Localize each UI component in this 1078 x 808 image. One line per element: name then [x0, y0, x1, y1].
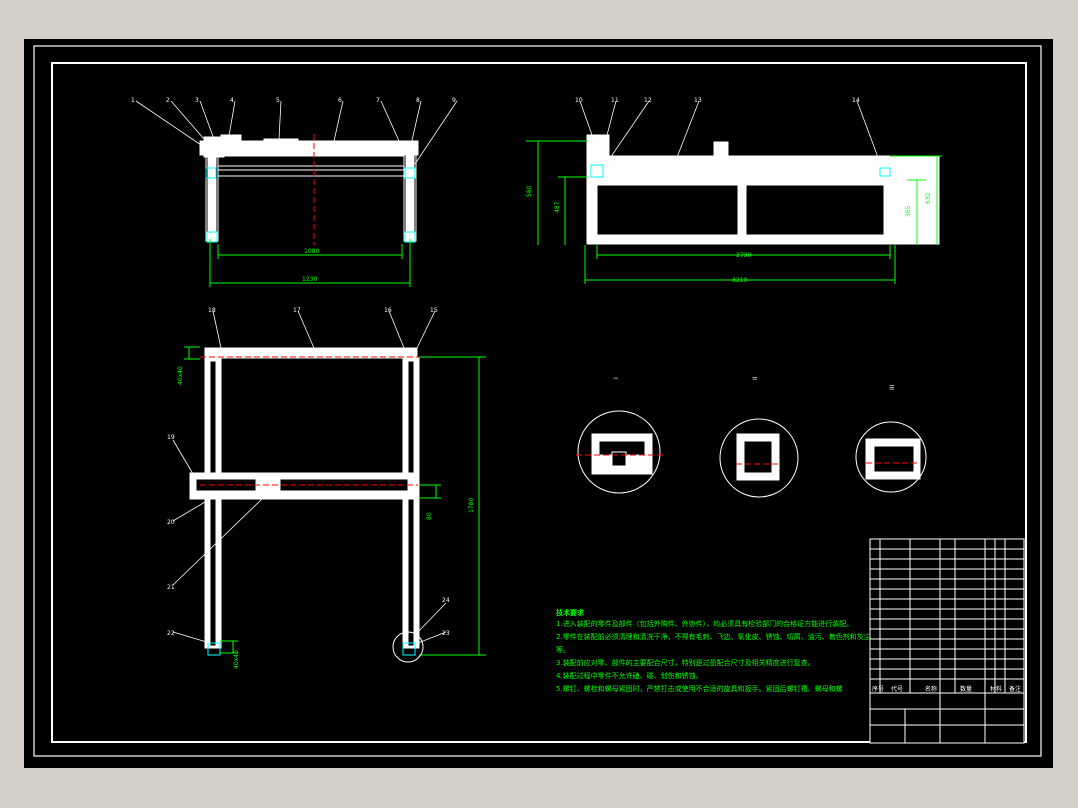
balloon-front-1: 1: [131, 97, 135, 104]
dim-side-h-left-outer: 580: [526, 185, 533, 197]
balloon-elev-19: 19: [167, 434, 175, 441]
detail-label-3: III: [889, 384, 896, 390]
front-view: [135, 100, 458, 287]
title-block: [869, 538, 1025, 744]
title-header-6: 备注: [1009, 686, 1022, 693]
balloon-elev-22: 22: [167, 630, 175, 637]
dim-side-h-left-inner: 487: [554, 201, 561, 213]
balloon-elev-16: 16: [384, 307, 392, 314]
balloon-front-9: 9: [452, 97, 456, 104]
callout-numbers: 1 2 3 4 5 6 7 8 9 10 11 12 13 14 18 17 1…: [131, 97, 860, 637]
balloon-front-4: 4: [230, 97, 234, 104]
inner-frame: [51, 62, 1027, 743]
balloon-front-6: 6: [338, 97, 342, 104]
dim-side-h-right-outer: 632: [925, 192, 932, 204]
detail-label-2: II: [752, 376, 759, 380]
balloon-side-13: 13: [694, 97, 702, 104]
balloon-front-2: 2: [166, 97, 170, 104]
technical-requirements-line-1: 1.进入装配的零件及部件（包括外购件、外协件），均必须具有检验部门的合格证方能进…: [556, 620, 854, 628]
cad-viewport[interactable]: 1 2 3 4 5 6 7 8 9 10 11 12 13 14 18 17 1…: [24, 39, 1053, 768]
balloon-elev-15: 15: [430, 307, 438, 314]
dim-elev-height: 1780: [468, 498, 475, 513]
detail-views: [576, 410, 927, 498]
balloon-front-7: 7: [376, 97, 380, 104]
balloon-elev-17: 17: [293, 307, 301, 314]
dim-side-inner: 2730: [736, 252, 751, 259]
technical-requirements-line-3: 等。: [556, 646, 570, 654]
technical-requirements-line-2: 2.零件在装配前必须清理和清洗干净，不得有毛刺、飞边、氧化皮、锈蚀、切屑、油污、…: [556, 633, 871, 641]
balloon-front-3: 3: [195, 97, 199, 104]
title-header-1: 序号: [872, 686, 885, 693]
dim-elev-top-small: 40x40: [177, 366, 184, 385]
dimension-text: 1080 1230 2730 3210 580 487 365 632 1780…: [177, 185, 932, 669]
title-header-2: 代号: [891, 686, 904, 693]
elevation-view: [172, 310, 486, 663]
dim-side-h-right-inner: 365: [905, 205, 912, 217]
balloon-front-8: 8: [416, 97, 420, 104]
balloon-elev-18: 18: [208, 307, 216, 314]
dim-elev-mid-small: 80: [426, 512, 433, 520]
technical-requirements-title: 技术要求: [556, 609, 584, 617]
title-header-5: 材料: [990, 686, 1003, 693]
balloon-front-5: 5: [276, 97, 280, 104]
balloon-side-11: 11: [611, 97, 619, 104]
balloon-elev-20: 20: [167, 519, 175, 526]
balloon-side-12: 12: [644, 97, 652, 104]
dim-front-overall: 1230: [302, 276, 317, 283]
balloon-elev-24: 24: [442, 597, 450, 604]
balloon-elev-21: 21: [167, 584, 175, 591]
technical-requirements-line-4: 3.装配前应对零、部件的主要配合尺寸，特别是过盈配合尺寸及相关精度进行复查。: [556, 659, 815, 667]
balloon-elev-23: 23: [442, 630, 450, 637]
title-header-3: 名称: [925, 686, 938, 693]
balloon-side-14: 14: [852, 97, 860, 104]
dim-side-overall: 3210: [732, 277, 747, 284]
dim-front-inner: 1080: [304, 248, 319, 255]
title-header-4: 数量: [960, 686, 973, 693]
side-view: [526, 100, 942, 284]
balloon-side-10: 10: [575, 97, 583, 104]
detail-labels: I II III: [613, 376, 896, 390]
technical-requirements-line-5: 4.装配过程中零件不允许磕、碰、划伤和锈蚀。: [556, 672, 703, 680]
detail-label-1: I: [613, 377, 620, 379]
technical-requirements-line-6: 5.螺钉、螺栓和螺母紧固时，严禁打击或使用不合适的旋具和扳手。紧固后螺钉槽、螺母…: [556, 685, 843, 693]
dim-elev-bottom-small: 40x40: [233, 650, 240, 669]
cad-drawing: 1 2 3 4 5 6 7 8 9 10 11 12 13 14 18 17 1…: [33, 45, 1042, 757]
outer-frame: [33, 45, 1042, 757]
